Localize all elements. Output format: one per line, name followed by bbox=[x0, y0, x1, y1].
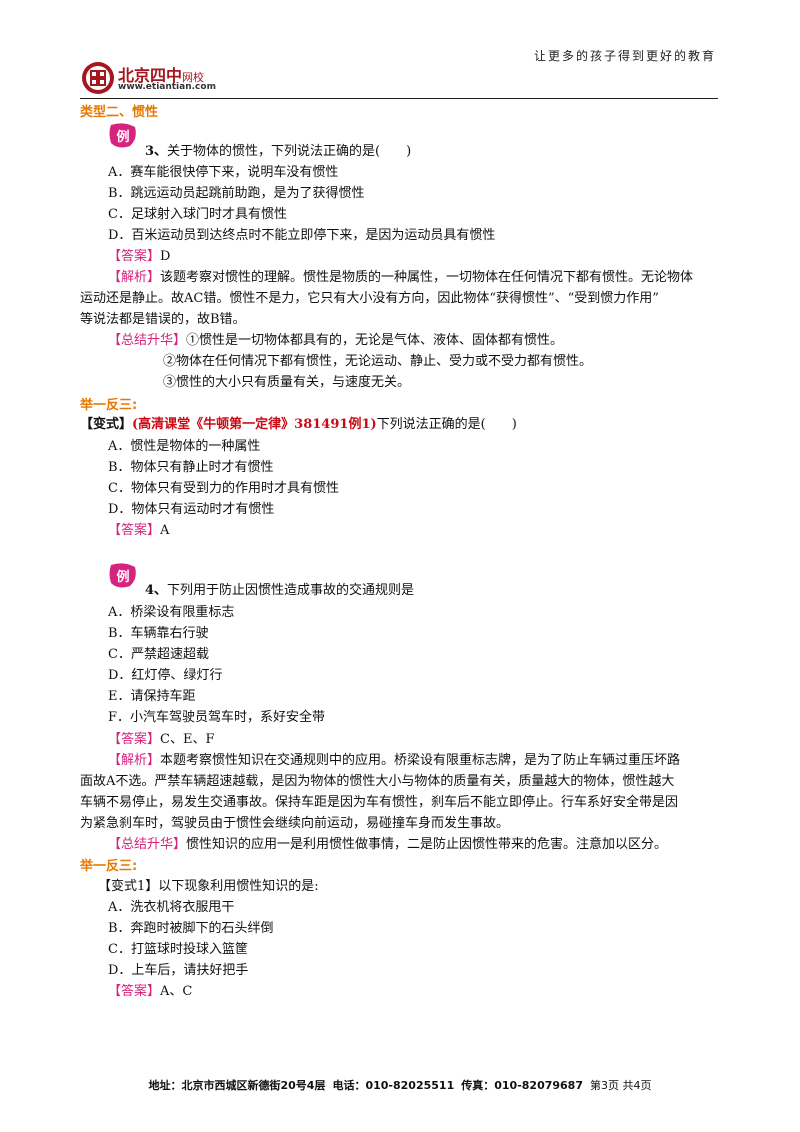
q3-option-c: C．足球射入球门时才具有惯性 bbox=[108, 207, 287, 222]
question-4-stem: 4、下列用于防止因惯性造成事故的交通规则是 bbox=[145, 581, 414, 601]
q3-summary-text-1: ①惯性是一切物体都具有的，无论是气体、液体、固体都有惯性。 bbox=[186, 333, 564, 348]
logo-name-text: 北京四中 bbox=[118, 66, 183, 85]
q3-analysis-line-3: 等说法都是错误的，故B错。 bbox=[80, 312, 246, 327]
question-4-number: 4、 bbox=[145, 583, 168, 598]
header-slogan: 让更多的孩子得到更好的教育 bbox=[533, 49, 716, 63]
practice-title-1: 举一反三: bbox=[80, 398, 138, 413]
v1-answer-value: A bbox=[160, 523, 170, 538]
q3-option-d: D．百米运动员到达终点时不能立即停下来，是因为运动员具有惯性 bbox=[108, 228, 496, 243]
v1-answer-tag: 【答案】 bbox=[108, 523, 161, 538]
q4-analysis-text-1: 本题考察惯性知识在交通规则中的应用。桥梁设有限重标志牌，是为了防止车辆过重压坏路 bbox=[160, 753, 681, 768]
v2-option-d: D．上车后，请扶好把手 bbox=[108, 963, 249, 978]
practice-title-2: 举一反三: bbox=[80, 859, 138, 874]
question-3-stem: 3、关于物体的惯性，下列说法正确的是( ) bbox=[145, 142, 411, 162]
footer-address: 地址：北京市西城区新德街20号4层 bbox=[148, 1079, 326, 1092]
example-badge-icon: 例 bbox=[109, 123, 136, 148]
q3-summary-line-2: ②物体在任何情况下都有惯性，无论运动、静止、受力或不受力都有惯性。 bbox=[163, 354, 593, 369]
q3-answer-value: D bbox=[160, 249, 171, 264]
q4-option-b: B．车辆靠右行驶 bbox=[108, 626, 209, 641]
question-4-text: 下列用于防止因惯性造成事故的交通规则是 bbox=[167, 583, 415, 598]
q4-summary-tag: 【总结升华】 bbox=[108, 837, 187, 852]
logo-name: 北京四中网校 bbox=[118, 62, 204, 86]
example-badge-text: 例 bbox=[116, 569, 129, 585]
v1-option-b: B．物体只有静止时才有惯性 bbox=[108, 460, 274, 475]
q4-analysis-line-2: 面故A不选。严禁车辆超速越载，是因为物体的惯性大小与物体的质量有关，质量越大的物… bbox=[80, 774, 675, 789]
footer-phone: 电话：010-82025511 bbox=[332, 1079, 455, 1092]
school-logo[interactable]: 北京四中网校 www.etiantian.com bbox=[80, 60, 280, 96]
v2-answer: 【答案】A、C bbox=[108, 982, 192, 1002]
v2-answer-value: A、C bbox=[160, 984, 193, 999]
q4-analysis-line-3: 车辆不易停止，易发生交通事故。保持车距是因为车有惯性，刹车后不能立即停止。行车系… bbox=[80, 795, 679, 810]
q3-answer-tag: 【答案】 bbox=[108, 249, 161, 264]
v2-option-b: B．奔跑时被脚下的石头绊倒 bbox=[108, 921, 274, 936]
q4-analysis-line-4: 为紧急刹车时，驾驶员由于惯性会继续向前运动，易碰撞车身而发生事故。 bbox=[80, 816, 510, 831]
q3-option-b: B．跳远运动员起跳前助跑，是为了获得惯性 bbox=[108, 186, 365, 201]
q4-analysis-tag: 【解析】 bbox=[108, 753, 161, 768]
q3-analysis-text-1: 该题考察对惯性的理解。惯性是物质的一种属性，一切物体在任何情况下都有惯性。无论物… bbox=[160, 270, 694, 285]
q4-summary: 【总结升华】惯性知识的应用一是利用惯性做事情，二是防止因惯性带来的危害。注意加以… bbox=[108, 835, 667, 855]
q3-summary-line-1: 【总结升华】①惯性是一切物体都具有的，无论是气体、液体、固体都有惯性。 bbox=[108, 331, 563, 351]
variant-1-stem: 【变式】(高清课堂《牛顿第一定律》381491例1)下列说法正确的是( ) bbox=[80, 415, 517, 435]
logo-url: www.etiantian.com bbox=[118, 82, 216, 92]
section-title: 类型二、惯性 bbox=[80, 105, 159, 120]
example-badge-text: 例 bbox=[116, 129, 129, 145]
q3-analysis-tag: 【解析】 bbox=[108, 270, 161, 285]
v2-answer-tag: 【答案】 bbox=[108, 984, 161, 999]
q4-answer: 【答案】C、E、F bbox=[108, 730, 214, 750]
variant-2-stem: 【变式1】以下现象利用惯性知识的是: bbox=[98, 877, 319, 897]
page-footer: 地址：北京市西城区新德街20号4层 电话：010-82025511 传真：010… bbox=[0, 1077, 800, 1093]
example-badge-icon: 例 bbox=[109, 563, 136, 588]
variant-2-label: 【变式1】 bbox=[98, 879, 159, 894]
q3-answer: 【答案】D bbox=[108, 247, 170, 267]
v1-answer: 【答案】A bbox=[108, 521, 169, 541]
v2-option-a: A．洗衣机将衣服甩干 bbox=[108, 900, 235, 915]
v1-option-d: D．物体只有运动时才有惯性 bbox=[108, 502, 275, 517]
q4-answer-value: C、E、F bbox=[160, 732, 215, 747]
variant-2-text: 以下现象利用惯性知识的是: bbox=[158, 879, 319, 894]
variant-1-prefix: 【变式】 bbox=[80, 417, 133, 432]
q3-analysis-line-2: 运动还是静止。故AC错。惯性不是力，它只有大小没有方向，因此物体“获得惯性”、“… bbox=[80, 291, 659, 306]
q4-answer-tag: 【答案】 bbox=[108, 732, 161, 747]
question-3-text: 关于物体的惯性，下列说法正确的是( ) bbox=[167, 144, 412, 159]
q3-analysis-line-1: 【解析】该题考察对惯性的理解。惯性是物质的一种属性，一切物体在任何情况下都有惯性… bbox=[108, 268, 693, 288]
v2-option-c: C．打篮球时投球入篮筐 bbox=[108, 942, 248, 957]
q4-summary-text: 惯性知识的应用一是利用惯性做事情，二是防止因惯性带来的危害。注意加以区分。 bbox=[186, 837, 668, 852]
footer-fax: 传真：010-82079687 bbox=[461, 1079, 583, 1092]
q4-option-d: D．红灯停、绿灯行 bbox=[108, 668, 223, 683]
variant-1-text: 下列说法正确的是( ) bbox=[376, 417, 517, 432]
q4-option-f: F．小汽车驾驶员驾车时，系好安全带 bbox=[108, 710, 326, 725]
footer-page-number: 第3页 共4页 bbox=[590, 1079, 652, 1092]
header-divider bbox=[80, 98, 718, 99]
q3-summary-line-3: ③惯性的大小只有质量有关，与速度无关。 bbox=[163, 375, 411, 390]
q4-option-a: A．桥梁设有限重标志 bbox=[108, 605, 235, 620]
logo-sub-text: 网校 bbox=[182, 71, 205, 84]
v1-option-a: A．惯性是物体的一种属性 bbox=[108, 439, 261, 454]
q4-option-c: C．严禁超速超载 bbox=[108, 647, 209, 662]
q3-option-a: A．赛车能很快停下来，说明车没有惯性 bbox=[108, 165, 339, 180]
q4-option-e: E．请保持车距 bbox=[108, 689, 196, 704]
v1-option-c: C．物体只有受到力的作用时才具有惯性 bbox=[108, 481, 339, 496]
logo-emblem-icon bbox=[82, 62, 114, 94]
q3-summary-tag: 【总结升华】 bbox=[108, 333, 187, 348]
variant-1-reference: (高清课堂《牛顿第一定律》381491例1) bbox=[132, 417, 377, 432]
question-3-number: 3、 bbox=[145, 144, 168, 159]
q4-analysis-line-1: 【解析】本题考察惯性知识在交通规则中的应用。桥梁设有限重标志牌，是为了防止车辆过… bbox=[108, 751, 680, 771]
